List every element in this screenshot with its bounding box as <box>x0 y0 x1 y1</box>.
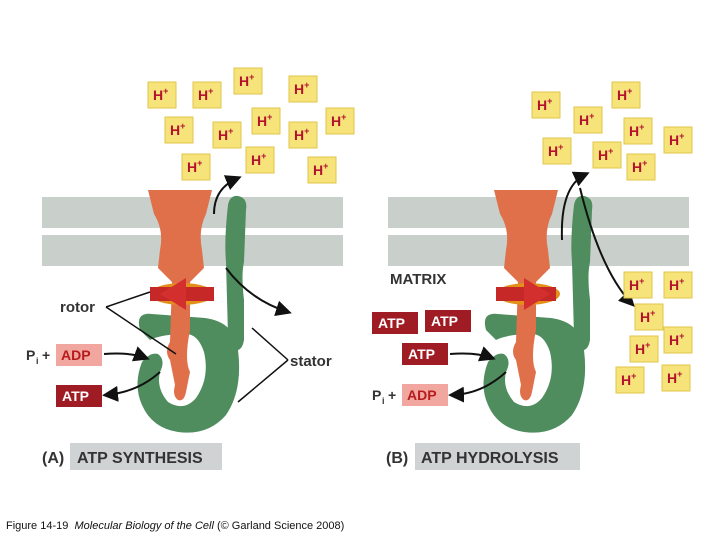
svg-text:P: P <box>26 347 35 363</box>
stator-to-atp-arrow <box>102 371 161 402</box>
adp-box-b <box>402 384 448 406</box>
atp-label-b2: ATP <box>431 313 458 329</box>
stator-stalk <box>571 195 593 351</box>
proton-box: H+ <box>663 326 693 354</box>
proton-box: H+ <box>147 81 177 109</box>
panel-a-title: ATP SYNTHESIS <box>77 450 203 467</box>
stator-stalk <box>225 195 247 351</box>
svg-text:+: + <box>42 347 50 363</box>
proton-group: H+H+H+H+H+H+H+H+H+H+H+H+H+H+H+H+H+H+H+H+… <box>147 67 693 394</box>
panel-a-letter: (A) <box>42 450 64 467</box>
proton-box: H+ <box>661 364 691 392</box>
stator-pointer-2 <box>237 359 289 403</box>
proton-box: H+ <box>233 67 263 95</box>
atp-to-stator-arrow <box>449 346 496 362</box>
pi-label-b: P i + <box>372 387 396 406</box>
adp-label-a: ADP <box>61 347 91 363</box>
figure-caption: Figure 14-19 Molecular Biology of the Ce… <box>6 520 345 532</box>
adp-box-a <box>56 344 102 366</box>
panel-b-title: ATP HYDROLYSIS <box>421 450 559 467</box>
proton-box: H+ <box>325 107 355 135</box>
atp-box-b2 <box>425 310 471 332</box>
atp-label-b3: ATP <box>408 346 435 362</box>
proton-path-arrow <box>560 171 590 241</box>
proton-box: H+ <box>181 153 211 181</box>
panel-b-title-bg <box>415 443 580 470</box>
proton-box: H+ <box>164 116 194 144</box>
proton-box: H+ <box>531 91 561 119</box>
adp-to-stator-arrow <box>103 346 150 362</box>
proton-box: H+ <box>288 75 318 103</box>
proton-box: H+ <box>626 153 656 181</box>
panel-a: rotor stator P i + ADP ATP (A) ATP SYNTH… <box>26 175 343 470</box>
rotor-label: rotor <box>60 299 95 316</box>
svg-text:i: i <box>382 396 385 406</box>
proton-box: H+ <box>288 121 318 149</box>
adp-label-b: ADP <box>407 387 437 403</box>
panel-a-title-bg <box>70 443 222 470</box>
atp-label-b1: ATP <box>378 315 405 331</box>
atp-label-a: ATP <box>62 388 89 404</box>
proton-box: H+ <box>192 81 222 109</box>
proton-box: H+ <box>542 137 572 165</box>
proton-box: H+ <box>245 146 275 174</box>
panel-b-letter: (B) <box>386 450 408 467</box>
proton-box: H+ <box>573 106 603 134</box>
rotation-arrow <box>150 278 214 310</box>
stator-label: stator <box>290 353 332 370</box>
proton-box: H+ <box>592 141 622 169</box>
stator-head <box>483 313 586 433</box>
proton-box: H+ <box>212 121 242 149</box>
rotor-pointer-1 <box>105 291 151 308</box>
proton-box: H+ <box>629 335 659 363</box>
proton-path-arrow <box>213 175 242 215</box>
proton-box: H+ <box>663 126 693 154</box>
proton-box: H+ <box>634 303 664 331</box>
matrix-label: MATRIX <box>390 271 446 288</box>
atp-box-b1 <box>372 312 418 334</box>
proton-box: H+ <box>615 366 645 394</box>
membrane-to-stator-arrow <box>225 267 292 317</box>
stator-to-adp-arrow <box>448 371 507 403</box>
proton-box: H+ <box>623 117 653 145</box>
rotor-pointer-2 <box>105 306 177 355</box>
proton-box: H+ <box>663 271 693 299</box>
proton-box: H+ <box>251 107 281 135</box>
stator-pointer-1 <box>251 327 289 361</box>
atp-box-b3 <box>402 343 448 365</box>
rotation-arrow <box>496 278 560 310</box>
stator-head <box>137 313 240 433</box>
proton-box: H+ <box>623 271 653 299</box>
proton-box: H+ <box>307 156 337 184</box>
svg-text:i: i <box>36 356 39 366</box>
atp-box-a <box>56 385 102 407</box>
panel-b: MATRIX ATP ATP ATP P i + ADP (B) ATP HYD… <box>372 171 689 470</box>
proton-box: H+ <box>611 81 641 109</box>
svg-text:P: P <box>372 387 381 403</box>
svg-text:+: + <box>388 387 396 403</box>
pi-label-a: P i + <box>26 347 50 366</box>
